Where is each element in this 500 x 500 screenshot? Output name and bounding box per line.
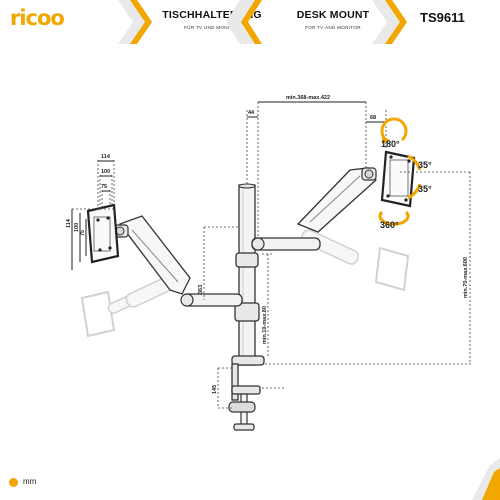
angle-labels: 180° 35° 35° 360° — [380, 139, 432, 230]
header-decoration — [118, 0, 407, 44]
dimension-lines — [71, 102, 472, 409]
rotation-arrows — [378, 117, 422, 226]
desk-clamp — [228, 355, 265, 431]
dim-100-width: 100 — [101, 169, 110, 175]
left-vesa-plate — [86, 203, 120, 264]
dim-145: 145 — [212, 385, 218, 394]
pole — [234, 183, 260, 366]
subtitle-english: FOR TV AND MONITOR — [305, 25, 361, 30]
dim-44: 44 — [248, 110, 255, 116]
dim-reach: min.368-max.422 — [286, 95, 330, 101]
dimension-bars — [71, 101, 386, 270]
angle-180: 180° — [381, 139, 400, 149]
dim-75-height: 75 — [80, 230, 86, 236]
dim-68: 68 — [370, 115, 376, 121]
title-english: DESK MOUNT — [296, 9, 370, 21]
angle-360: 360° — [380, 220, 399, 230]
brand-logo: ricoo — [10, 6, 65, 30]
unit-label: mm — [23, 477, 37, 486]
subtitle-german: FÜR TV UND MONITOR — [183, 25, 241, 30]
footer-decoration — [472, 458, 500, 500]
dim-114-height: 114 — [66, 218, 72, 228]
model-number: TS9611 — [420, 10, 465, 25]
dimension-labels: 114 100 75 114 100 75 44 min.368-max.422… — [66, 95, 469, 394]
dim-clamp-range: min.10-max.80 — [262, 306, 268, 344]
angle-tilt-down: 35° — [418, 184, 432, 194]
right-vesa-plate — [380, 150, 416, 208]
angle-tilt-up: 35° — [418, 160, 432, 170]
dim-height-range: min.70-max.600 — [463, 257, 469, 298]
dim-114-width: 114 — [101, 154, 111, 160]
dim-75-width: 75 — [101, 184, 107, 190]
header-english: DESK MOUNT FOR TV AND MONITOR — [278, 9, 388, 30]
right-arm — [251, 167, 377, 251]
dim-363: 363 — [198, 285, 204, 294]
dim-100-height: 100 — [74, 223, 80, 232]
unit-bullet-icon — [9, 478, 18, 487]
